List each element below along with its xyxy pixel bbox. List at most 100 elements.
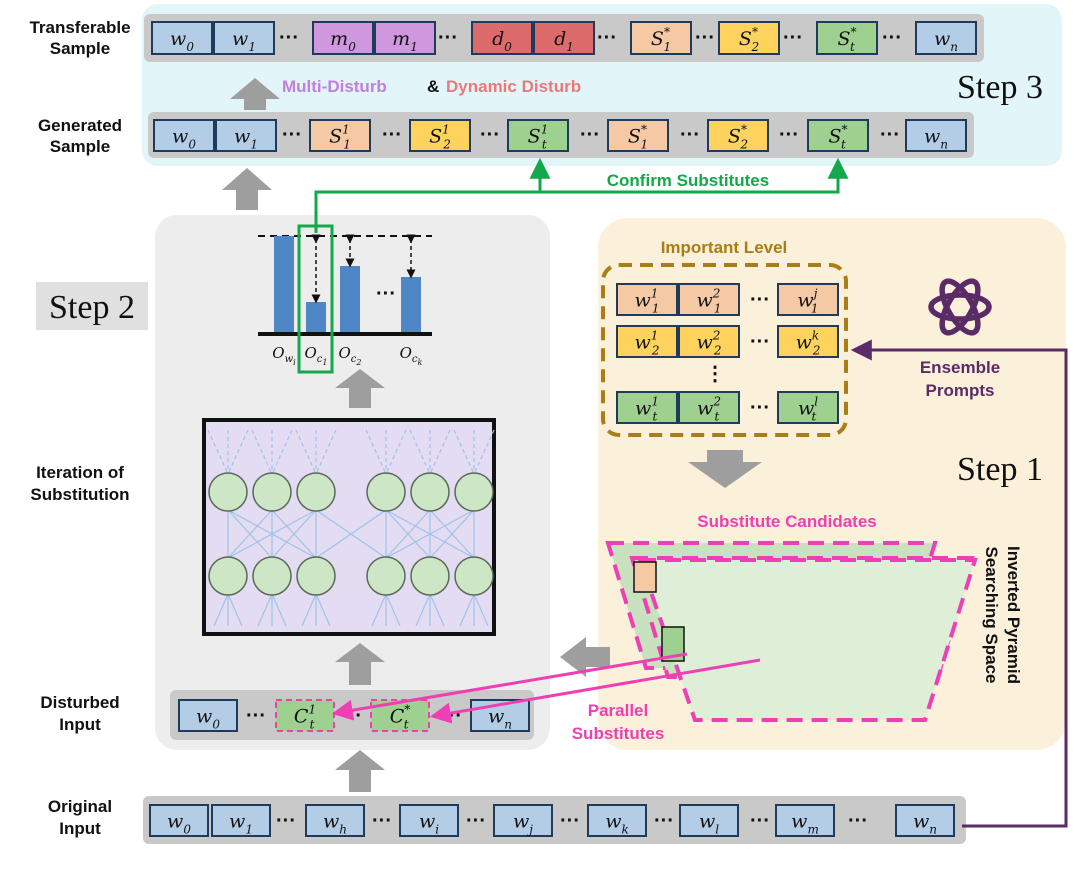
neuron (366, 472, 406, 512)
arrow-original-to-disturbed (335, 750, 385, 792)
bar-o-wi (274, 236, 294, 333)
svg-text:S*t: S*t (837, 25, 856, 54)
token: w1 (215, 119, 277, 152)
arrow-important-to-candidates (688, 450, 762, 488)
disturbed-input-label: Input (59, 715, 101, 734)
token: w0 (153, 119, 215, 152)
svg-text:w0: w0 (172, 126, 196, 152)
svg-text:w0: w0 (167, 811, 191, 837)
svg-text:m1: m1 (392, 28, 418, 54)
token: S*t (816, 21, 878, 55)
neuron (208, 556, 248, 596)
token: S*2 (718, 21, 780, 55)
svg-text:d0: d0 (492, 28, 512, 54)
token: S*t (807, 119, 869, 152)
ellipsis: ··· (480, 124, 500, 146)
svg-text:C1t: C1t (294, 703, 316, 732)
neuron (208, 472, 248, 512)
ellipsis: ··· (680, 124, 700, 146)
step3-label: Step 3 (957, 69, 1043, 106)
original-input-label: Input (59, 819, 101, 838)
pyramid-label: Inverted Pyramid (1004, 546, 1023, 684)
ellipsis: ··· (783, 27, 803, 49)
token: w0 (151, 21, 213, 55)
token: S*2 (707, 119, 769, 152)
transferable-sample-label: Transferable (29, 18, 130, 37)
openai-knot-icon (928, 278, 992, 336)
iteration-label: Substitution (30, 485, 129, 504)
svg-text:wn: wn (924, 126, 948, 152)
svg-text:w21: w21 (696, 287, 721, 316)
flow-arrows (222, 78, 762, 792)
vertical-ellipsis: ⋮ (705, 363, 725, 385)
ellipsis: ··· (750, 289, 770, 311)
svg-text:wlt: wlt (798, 395, 818, 424)
important-level-box (601, 263, 848, 437)
token: wh (305, 804, 365, 837)
svg-text:S*2: S*2 (739, 25, 759, 54)
svg-text:d1: d1 (554, 28, 574, 54)
generated-sample-label: Sample (50, 137, 110, 156)
ampersand: & (427, 77, 439, 96)
ensemble-prompts-label: Prompts (926, 381, 995, 400)
bar-axis-label: Owi (272, 344, 296, 367)
svg-text:S*1: S*1 (628, 123, 648, 152)
token: wm (775, 804, 835, 837)
svg-text:wn: wn (934, 28, 958, 54)
ellipsis: ··· (580, 124, 600, 146)
token: m1 (374, 21, 436, 55)
arrow-generated-to-transferable (230, 78, 280, 110)
bar-axis-label: Oc1 (304, 344, 327, 367)
selected-bar-highlight (297, 224, 334, 374)
token: wk (587, 804, 647, 837)
ellipsis: ··· (560, 810, 580, 832)
ellipsis: ··· (382, 124, 402, 146)
neuron (252, 556, 292, 596)
neuron (296, 472, 336, 512)
confirm-substitutes-arrows (314, 157, 849, 233)
arrow-model-to-bars (335, 369, 385, 408)
token: wn (895, 804, 955, 837)
svg-text:S*1: S*1 (651, 25, 671, 54)
parallel-substitutes-label: Parallel (588, 701, 649, 720)
ensemble-prompts-arrow (850, 339, 1068, 828)
ellipsis: ··· (882, 27, 902, 49)
token: w1 (211, 804, 271, 837)
svg-text:w22: w22 (696, 329, 721, 358)
svg-text:S1t: S1t (528, 123, 549, 152)
neuron (410, 556, 450, 596)
token: wi (399, 804, 459, 837)
score-bar-chart (258, 224, 432, 374)
arrow-candidates-to-disturbed (560, 637, 610, 677)
token: wn (915, 21, 977, 55)
substitute-candidates-label: Substitute Candidates (697, 512, 876, 531)
token: wl (679, 804, 739, 837)
svg-text:wn: wn (913, 811, 937, 837)
ellipsis: ··· (466, 810, 486, 832)
ellipsis: ··· (695, 27, 715, 49)
ellipsis: ··· (276, 810, 296, 832)
svg-text:wm: wm (791, 811, 819, 837)
token: S*1 (630, 21, 692, 55)
token: d1 (533, 21, 595, 55)
dynamic-disturb-label: Dynamic Disturb (446, 77, 581, 96)
arrow-disturbed-to-model (335, 643, 385, 685)
ellipsis: ··· (750, 331, 770, 353)
neuron (366, 556, 406, 596)
neuron (252, 472, 292, 512)
pyramid-label: Searching Space (982, 546, 1001, 683)
svg-text:m0: m0 (330, 28, 356, 54)
ellipsis: ··· (848, 810, 868, 832)
svg-text:wj1: wj1 (797, 287, 818, 316)
token: w0 (149, 804, 209, 837)
svg-text:w12: w12 (634, 329, 659, 358)
